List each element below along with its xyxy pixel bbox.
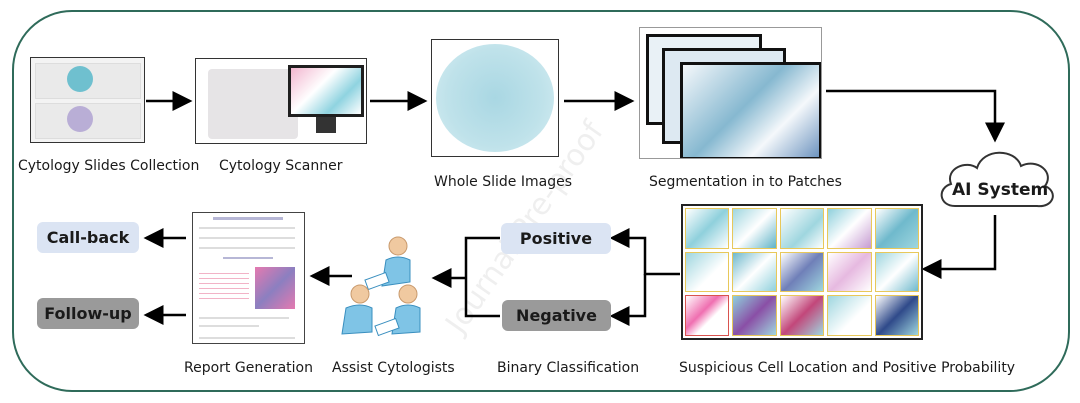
scanner-image [195, 58, 367, 144]
arrow-patches-to-ai [826, 89, 1005, 143]
label-wsi: Whole Slide Images [434, 174, 572, 190]
report-image [192, 212, 305, 344]
followup-box: Follow-up [37, 298, 139, 329]
positive-box: Positive [501, 223, 611, 254]
label-ai: AI System [952, 180, 1049, 200]
label-binary: Binary Classification [497, 360, 640, 376]
label-report: Report Generation [184, 360, 313, 376]
cytologists-icon [341, 236, 421, 337]
suspicious-cell-grid [681, 204, 923, 340]
negative-box: Negative [502, 300, 611, 331]
diagram-frame [12, 10, 1070, 392]
arrow-binary-to-assist [464, 236, 500, 318]
label-patches: Segmentation in to Patches [649, 174, 842, 190]
callback-box: Call-back [37, 222, 139, 253]
patches-image [639, 27, 822, 159]
label-suspicious: Suspicious Cell Location and Positive Pr… [679, 360, 1016, 376]
label-slides: Cytology Slides Collection [18, 158, 200, 174]
ai-system-cloud [940, 151, 1054, 208]
arrow-ai-to-grid [921, 215, 997, 279]
slides-image [30, 57, 145, 143]
label-scanner: Cytology Scanner [219, 158, 343, 174]
wsi-image [431, 39, 559, 157]
label-assist: Assist Cytologists [332, 360, 455, 376]
arrow-grid-to-binary [609, 228, 680, 276]
